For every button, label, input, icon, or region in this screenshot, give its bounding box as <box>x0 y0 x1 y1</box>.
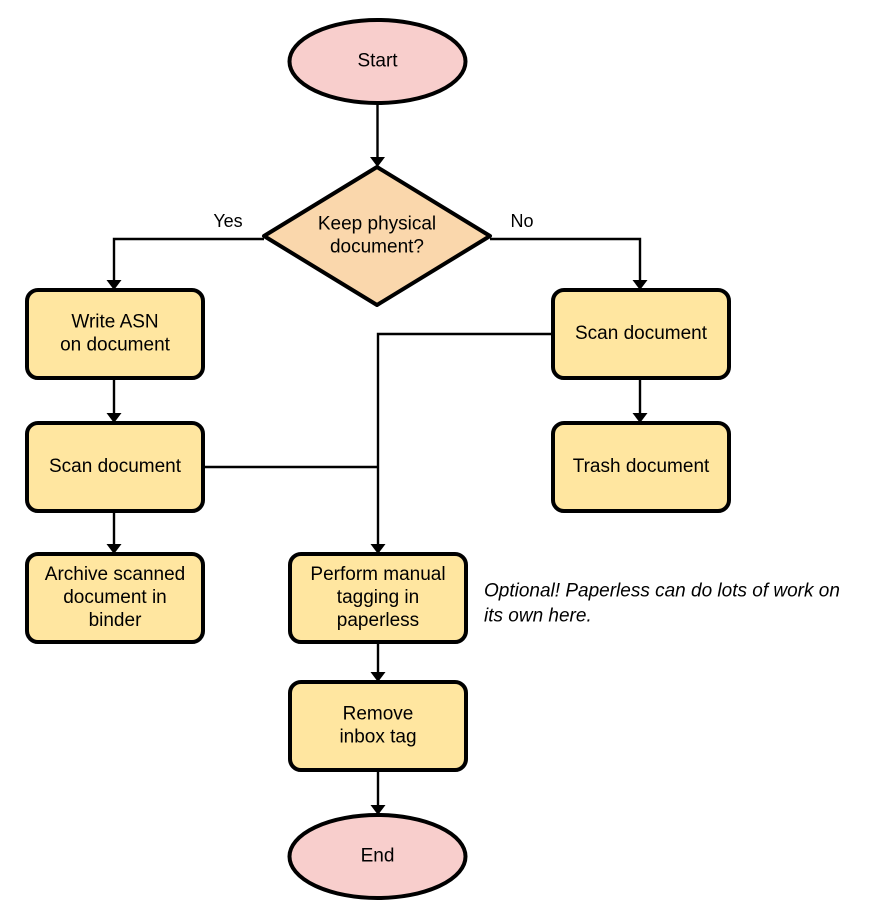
process-shape[interactable] <box>25 552 205 644</box>
node-scan-document-left[interactable]: Scan document <box>25 421 205 513</box>
annotation-optional-note: Optional! Paperless can do lots of work … <box>484 581 840 627</box>
edges-layer: Yes No <box>106 103 648 815</box>
arrowhead-icon <box>106 544 122 554</box>
edge-label-no: No <box>510 211 533 231</box>
edge-remove-inbox-to-end <box>370 770 386 815</box>
node-label: Scan document <box>575 323 708 344</box>
edge-scan-right-to-tagging <box>370 332 553 554</box>
edge-decision-yes: Yes <box>106 211 264 290</box>
arrowhead-icon <box>370 672 386 682</box>
arrowhead-icon <box>106 413 122 423</box>
terminator-shape[interactable] <box>287 18 468 105</box>
node-trash-document[interactable]: Trash document <box>551 421 731 513</box>
arrowhead-icon <box>632 280 648 290</box>
process-shape[interactable] <box>551 421 731 513</box>
process-shape[interactable] <box>288 680 468 772</box>
node-label: Scan document <box>49 456 182 477</box>
node-end[interactable]: End <box>287 813 468 900</box>
process-shape[interactable] <box>551 288 731 380</box>
edge-start-to-decision <box>370 103 385 167</box>
edge-label-yes: Yes <box>213 211 242 231</box>
edge-scan-left-to-archive <box>106 511 122 554</box>
edge-write-asn-to-scan-left <box>106 378 122 423</box>
process-shape[interactable] <box>288 552 468 644</box>
edge-path <box>490 237 642 283</box>
annotations-layer: Optional! Paperless can do lots of work … <box>484 581 840 627</box>
process-shape[interactable] <box>25 421 205 513</box>
arrowhead-icon <box>370 805 386 815</box>
node-label: Start <box>357 51 398 72</box>
process-shape[interactable] <box>25 288 205 380</box>
terminator-shape[interactable] <box>287 813 468 900</box>
edge-scan-right-to-trash <box>632 378 648 423</box>
decision-shape[interactable] <box>262 165 492 307</box>
edge-tagging-to-remove-inbox <box>370 642 386 682</box>
arrowhead-icon <box>370 157 385 167</box>
arrowhead-icon <box>370 544 386 554</box>
node-scan-document-right[interactable]: Scan document <box>551 288 731 380</box>
node-start[interactable]: Start <box>287 18 468 105</box>
arrowhead-icon <box>106 280 122 290</box>
node-label: Trash document <box>573 456 710 477</box>
edge-path <box>112 237 264 283</box>
edge-decision-no: No <box>490 211 648 290</box>
arrowhead-icon <box>632 413 648 423</box>
edge-path <box>376 332 553 547</box>
node-label: End <box>361 846 395 867</box>
